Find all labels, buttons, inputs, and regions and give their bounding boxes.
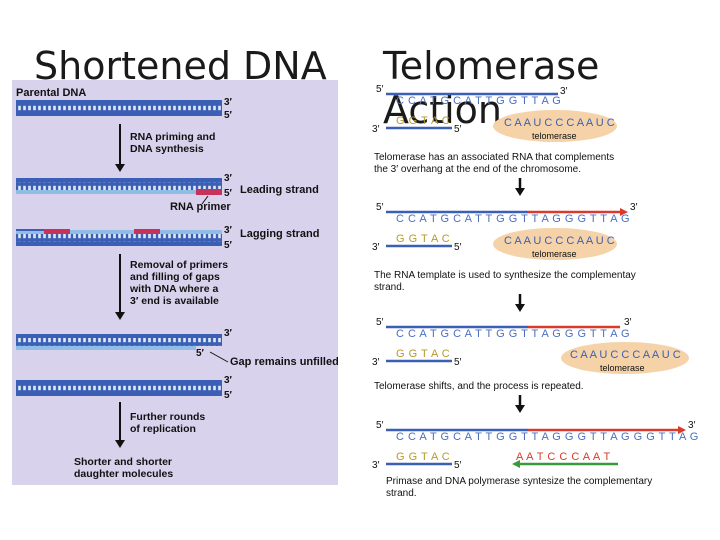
svg-text:3′: 3′ <box>630 202 638 213</box>
step-label: of replication <box>130 423 196 435</box>
svg-text:C C A T G C A T T G G T T A G: C C A T G C A T T G G T T A G G G T T A … <box>396 213 630 225</box>
prime-label: 5′ <box>224 188 233 199</box>
svg-text:5′: 5′ <box>454 460 462 471</box>
svg-text:C C A T G C A T T G G T T A G: C C A T G C A T T G G T T A G G G T T A … <box>396 431 699 443</box>
prime-label: 3′ <box>224 173 233 184</box>
parental-dna-label: Parental DNA <box>16 87 86 99</box>
primer-sequence: A A T C C C A A T <box>516 451 611 463</box>
rna-primer-label: RNA primer <box>170 201 231 213</box>
parental-duplex <box>16 100 222 116</box>
description-text: the 3′ overhang at the end of the chromo… <box>374 164 581 175</box>
prime-label: 5′ <box>224 390 233 401</box>
stage-3: 5′ 3′ C C A T G C A T T G G T T A G G G … <box>372 317 689 413</box>
svg-text:5′: 5′ <box>454 242 462 253</box>
svg-text:5′: 5′ <box>376 202 384 213</box>
svg-text:G G T A C: G G T A C <box>396 451 450 463</box>
description-text: The RNA template is used to synthesize t… <box>374 270 636 281</box>
svg-text:5′: 5′ <box>454 124 462 135</box>
gap-label: Gap remains unfilled <box>230 356 338 368</box>
svg-text:3′: 3′ <box>372 357 380 368</box>
step-label: DNA synthesis <box>130 143 204 155</box>
prime-label: 5′ <box>224 110 233 121</box>
svg-text:C A A U C C C A A U C: C A A U C C C A A U C <box>504 235 615 247</box>
svg-text:5′: 5′ <box>376 317 384 328</box>
stage-1: 5′ 3′ C C A T G C A T T G G T T A G G G … <box>372 84 617 196</box>
stage-2: 5′ 3′ C C A T G C A T T G G T T A G G G … <box>372 202 638 312</box>
svg-text:C C A T G C A T T G G T T A G: C C A T G C A T T G G T T A G G G T T A … <box>396 328 630 340</box>
prime-label: 3′ <box>224 328 233 339</box>
telomerase-oval <box>493 110 617 142</box>
svg-text:3′: 3′ <box>624 317 632 328</box>
svg-text:5′: 5′ <box>454 357 462 368</box>
stage-4: 5′ 3′ C C A T G C A T T G G T T A G G G … <box>372 420 699 499</box>
final-label: Shorter and shorter <box>74 456 172 468</box>
sequence-bottom: G G T A C <box>396 115 450 127</box>
lagging-strand-duplex <box>16 229 222 246</box>
right-heading: Telomerase Action <box>383 44 600 132</box>
shorter-duplex <box>16 380 222 396</box>
svg-text:telomerase: telomerase <box>600 363 645 373</box>
final-label: daughter molecules <box>74 468 173 480</box>
svg-text:5′: 5′ <box>376 420 384 431</box>
svg-text:3′: 3′ <box>372 124 380 135</box>
prime-label: 5′ <box>196 348 205 359</box>
prime-label: 3′ <box>224 225 233 236</box>
svg-text:C A A U C C C A A U C: C A A U C C C A A U C <box>570 349 681 361</box>
svg-text:3′: 3′ <box>560 86 568 97</box>
svg-text:3′: 3′ <box>372 460 380 471</box>
prime-label: 3′ <box>224 97 233 108</box>
description-text: Primase and DNA polymerase syntesize the… <box>386 476 652 487</box>
prime-label: 3′ <box>224 375 233 386</box>
svg-text:telomerase: telomerase <box>532 131 577 141</box>
svg-text:C A A U C C C A A U C: C A A U C C C A A U C <box>504 117 615 129</box>
description-text: strand. <box>386 488 417 499</box>
description-text: strand. <box>374 282 405 293</box>
leading-strand-duplex <box>16 178 222 195</box>
svg-text:telomerase: telomerase <box>532 249 577 259</box>
step-label: 3′ end is available <box>130 295 219 307</box>
description-text: Telomerase has an associated RNA that co… <box>374 152 614 163</box>
dna-shortening-diagram: Parental DNA 3′ 5′ RNA priming and DNA s… <box>12 80 339 485</box>
leading-strand-label: Leading strand <box>240 184 319 196</box>
svg-text:G G T A C: G G T A C <box>396 348 450 360</box>
prime-label: 5′ <box>224 240 233 251</box>
step-label: with DNA where a <box>129 283 218 295</box>
sequence-top: C C A T G C A T T G G T T A G <box>396 95 561 107</box>
lagging-strand-label: Lagging strand <box>240 228 319 240</box>
step-label: RNA priming and <box>130 131 215 143</box>
telomerase-action-diagram: 5′ 3′ C C A T G C A T T G G T T A G G G … <box>368 82 708 502</box>
svg-text:3′: 3′ <box>372 242 380 253</box>
description-text: Telomerase shifts, and the process is re… <box>374 381 584 392</box>
svg-text:5′: 5′ <box>376 84 384 95</box>
gapped-duplex <box>16 334 222 350</box>
step-label: and filling of gaps <box>130 271 220 283</box>
svg-text:G G T A C: G G T A C <box>396 233 450 245</box>
rna-primer <box>196 189 222 195</box>
step-label: Further rounds <box>130 411 205 423</box>
step-label: Removal of primers <box>130 259 228 271</box>
svg-text:3′: 3′ <box>688 420 696 431</box>
